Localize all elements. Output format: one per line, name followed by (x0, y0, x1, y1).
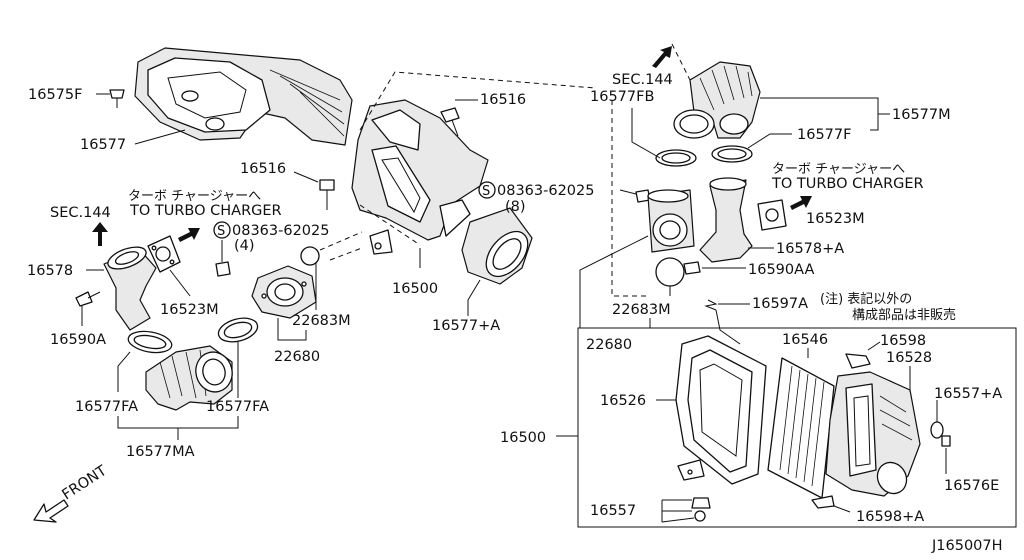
label-16516-top: 16516 (480, 92, 526, 108)
label-turbo-en-right: TO TURBO CHARGER (771, 176, 924, 192)
label-qty-4: (4) (234, 238, 255, 254)
airflow-meter-right (647, 189, 695, 253)
hose-16577m (673, 61, 761, 139)
label-turbo-jp-right: ターボ チャージャーへ (772, 162, 905, 177)
front-arrow (33, 499, 69, 523)
upper-case-16528 (825, 371, 921, 497)
diagram-id: J165007H (931, 538, 1003, 554)
arrow-turbo-right (790, 196, 812, 210)
label-16516-mid: 16516 (240, 161, 286, 177)
duct-16577a (461, 207, 533, 285)
arrow-up-left (92, 222, 108, 246)
clamp-16577f (711, 145, 753, 163)
arrow-turbo-left (178, 228, 200, 242)
clamp-16577fa-right (217, 317, 259, 343)
label-16577f: 16577F (797, 127, 851, 143)
label-front: FRONT (59, 463, 109, 503)
label-16577fb: 16577FB (590, 89, 654, 105)
label-16597a: 16597A (752, 296, 808, 312)
label-turbo-en-left: TO TURBO CHARGER (129, 203, 282, 219)
gasket-16523m-right (757, 199, 787, 231)
label-16575f: 16575F (28, 87, 82, 103)
s-mark-right: S (482, 184, 490, 199)
note-jp-line2: 構成部品は非販売 (852, 307, 956, 323)
label-16557a: 16557+A (934, 386, 1002, 402)
label-16577fa-right: 16577FA (206, 399, 269, 415)
exploded-view-box (577, 327, 1017, 528)
air-cleaner-assembly-center (351, 99, 489, 255)
label-16546: 16546 (782, 332, 828, 348)
label-16526: 16526 (600, 393, 646, 409)
pipe-16578 (103, 246, 157, 331)
label-16577: 16577 (80, 137, 126, 153)
label-22683m-left: 22683M (292, 313, 351, 329)
label-16577m: 16577M (892, 107, 951, 123)
label-16578: 16578 (27, 263, 73, 279)
bracket-16598 (845, 353, 871, 369)
label-16577a: 16577+A (432, 318, 500, 334)
note-jp-line1: (注) 表記以外の (820, 291, 912, 307)
s-mark-left: S (217, 224, 225, 239)
seal-22683m-right (655, 257, 685, 287)
filter-element-16546 (767, 357, 835, 499)
bracket-16598a (811, 495, 835, 509)
label-16528: 16528 (886, 350, 932, 366)
pipe-16578a (699, 177, 753, 263)
label-turbo-jp-left: ターボ チャージャーへ (128, 189, 261, 204)
clip-16575f (109, 89, 125, 108)
bolt-16516-mid (319, 179, 335, 210)
clamp-16577fb (655, 149, 697, 167)
bolt-16590a (75, 291, 101, 307)
clamp-16577fa-left (127, 330, 173, 354)
label-08363-left: 08363-62025 (232, 223, 330, 239)
label-22680-right: 22680 (586, 337, 632, 353)
gasket-16523m-left (147, 235, 181, 273)
label-22683m-right: 22683M (612, 302, 671, 318)
label-16578a: 16578+A (776, 241, 844, 257)
label-16576e: 16576E (944, 478, 999, 494)
label-qty-8: (8) (505, 199, 526, 215)
airflow-meter-left (251, 265, 317, 319)
arrow-sec144-right (652, 46, 672, 68)
label-sec144-right: SEC.144 (612, 72, 673, 88)
air-duct-cover-16577 (134, 47, 353, 146)
label-16523m-left: 16523M (160, 302, 219, 318)
screw-08363-left (215, 261, 231, 277)
seal-22683m-left (300, 246, 320, 266)
hose-16577ma (145, 345, 233, 411)
clip-16557a (930, 421, 944, 439)
label-sec144-left: SEC.144 (50, 205, 111, 221)
label-16590a: 16590A (50, 332, 106, 348)
label-16577fa-left: 16577FA (75, 399, 138, 415)
label-16577ma: 16577MA (126, 444, 195, 460)
label-16590aa: 16590AA (748, 262, 814, 278)
label-16500-center: 16500 (392, 281, 438, 297)
lower-case-16526 (675, 335, 767, 485)
label-22680-left: 22680 (274, 349, 320, 365)
label-16523m-right: 16523M (806, 211, 865, 227)
bolt-16516-top (440, 107, 460, 137)
label-16598: 16598 (880, 333, 926, 349)
bolt-16590aa (683, 261, 701, 275)
label-16598a: 16598+A (856, 509, 924, 525)
grommet-16557 (691, 497, 711, 522)
label-16500-box: 16500 (500, 430, 546, 446)
label-08363-right: 08363-62025 (497, 183, 595, 199)
screw-16576e (941, 435, 951, 447)
label-16557: 16557 (590, 503, 636, 519)
